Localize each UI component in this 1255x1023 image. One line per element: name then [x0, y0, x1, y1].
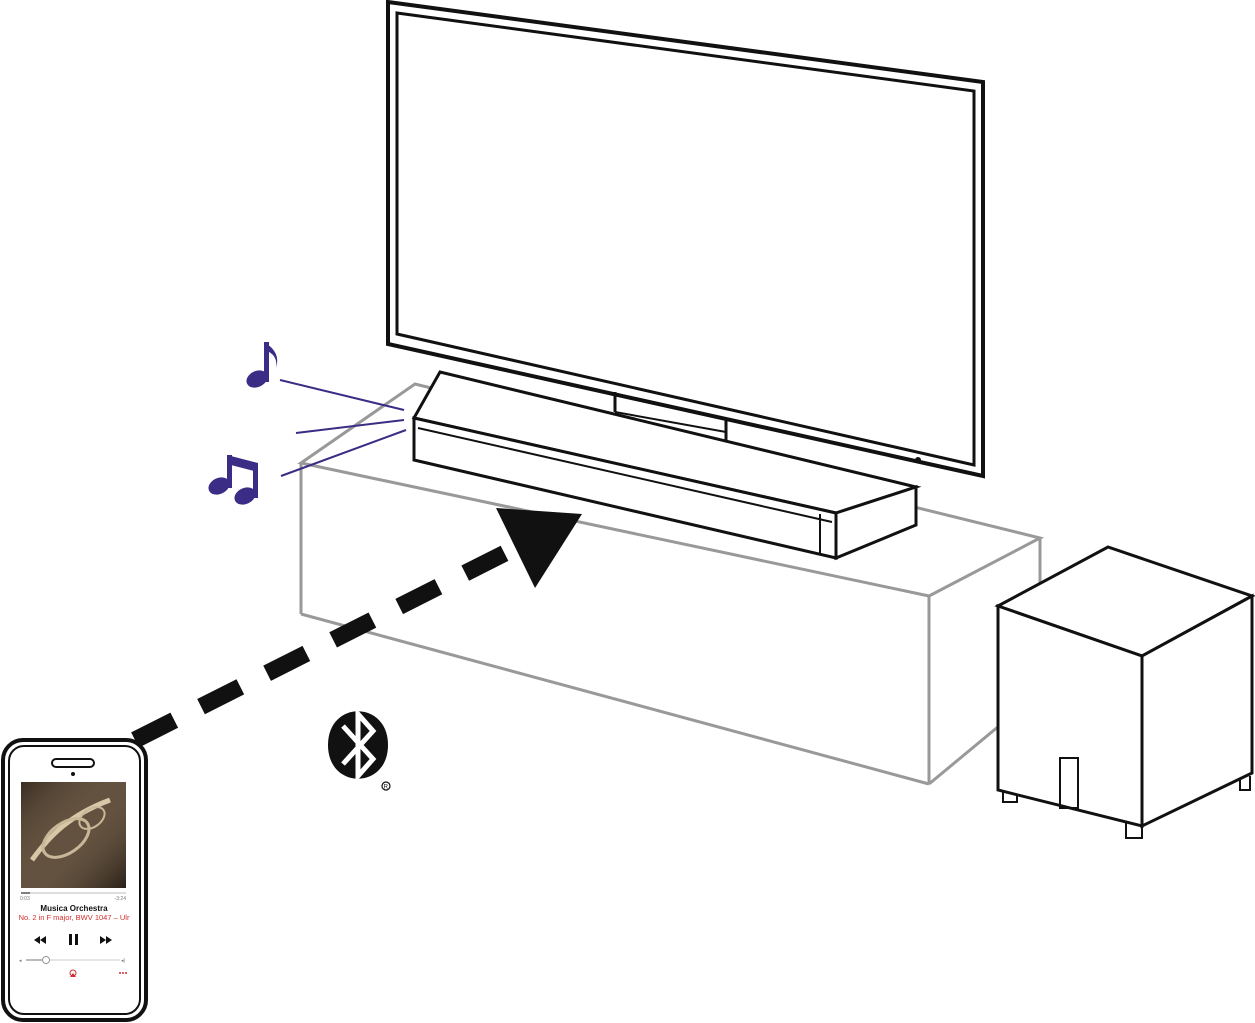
eighth-note-icon: [246, 342, 278, 388]
svg-text:R: R: [384, 785, 389, 791]
volume-slider[interactable]: ◂ ◂): [19, 956, 126, 965]
pause-icon[interactable]: [69, 934, 78, 945]
artist-name: Musica Orchestra: [40, 904, 108, 913]
track-title: No. 2 in F major, BWV 1047 – Ulr: [19, 913, 130, 922]
album-art: [21, 782, 126, 888]
bluetooth-connection-arrow: [131, 508, 582, 748]
time-elapsed: 0:03: [20, 896, 30, 902]
smartphone: 0:03 -3:24 Musica Orchestra No. 2 in F m…: [1, 738, 148, 1022]
sound-waves: [279, 379, 407, 477]
fast-forward-icon[interactable]: [100, 936, 112, 944]
airplay-icon[interactable]: [69, 969, 77, 977]
bluetooth-icon: R: [328, 707, 391, 791]
svg-text:◂: ◂: [19, 958, 22, 964]
beamed-notes-icon: [208, 455, 258, 505]
rewind-icon[interactable]: [34, 936, 46, 944]
svg-text:◂): ◂): [121, 958, 126, 964]
more-icon[interactable]: [119, 972, 127, 974]
time-remaining: -3:24: [115, 896, 127, 902]
soundbar: [411, 370, 922, 561]
television: [386, 0, 985, 479]
subwoofer: [994, 545, 1255, 839]
